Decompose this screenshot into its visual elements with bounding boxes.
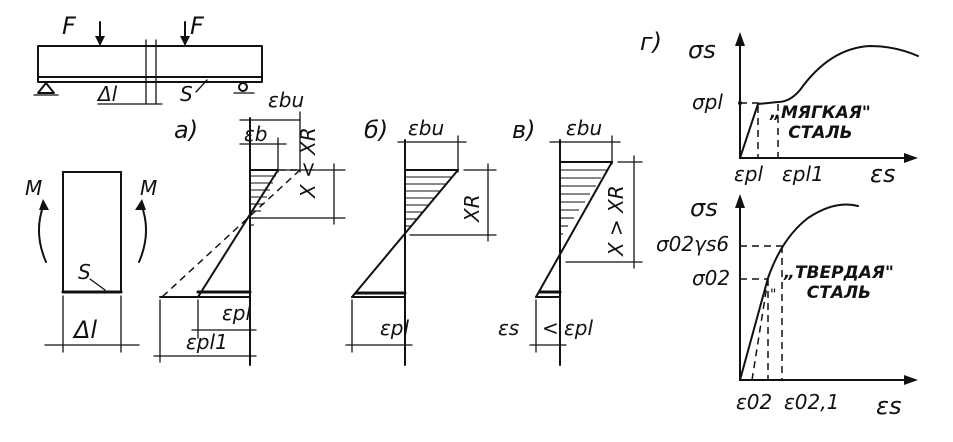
strain-line: [197, 169, 279, 298]
support-left: [37, 82, 55, 94]
compression-hatch: [560, 169, 607, 235]
x-axis-label: εs: [876, 392, 902, 420]
s-label: S: [78, 260, 91, 284]
force-label: F: [62, 12, 76, 40]
moment-arc-left: [38, 203, 47, 263]
sigma-02-label: σ02: [692, 266, 731, 290]
force-label: F: [190, 12, 204, 40]
diagram-letter: а): [174, 116, 199, 144]
element: [38, 171, 147, 353]
eps-pl1-label: εpl1: [186, 330, 228, 354]
eps-pl-label: εpl: [734, 162, 764, 186]
eps-bu-label: εbu: [408, 116, 445, 140]
sigma-02-gamma-label: σ02γs6: [656, 232, 730, 256]
quote-mark: ": [770, 287, 777, 303]
compression-hatch: [405, 176, 452, 227]
x-label: X < XR: [296, 127, 320, 198]
point: [738, 101, 742, 105]
eps-b-label: εb: [244, 122, 268, 146]
arrow-head: [180, 36, 190, 46]
arrow-head: [95, 36, 105, 46]
s-leader: [89, 278, 106, 291]
beam: [33, 21, 263, 105]
moment-label: M: [140, 176, 158, 200]
soft-steel-curve: [739, 45, 919, 159]
hard-steel-name: „ТВЕРДАЯ" СТАЛЬ: [784, 263, 894, 303]
moment-arc-right: [138, 203, 147, 263]
eps-s-label: εs: [498, 316, 520, 340]
x-label: XR: [460, 194, 484, 222]
eps-pl1-label: εpl1: [782, 162, 824, 186]
eps-bu-label: εbu: [268, 88, 305, 112]
s-leader: [195, 79, 208, 93]
eps-pl-label: εpl: [380, 316, 410, 340]
strain-line: [351, 169, 459, 298]
eps-pl-label: εpl: [222, 301, 252, 325]
hard-steel-curve: [739, 203, 859, 381]
graph-soft-steel: [735, 32, 919, 163]
eps-pl-label: εpl: [564, 316, 594, 340]
x-label: X > XR: [604, 185, 628, 256]
beam-body: [37, 45, 263, 83]
arrow-head: [39, 199, 49, 210]
diagram-letter: в): [512, 116, 536, 144]
y-axis-label: σs: [690, 194, 718, 222]
y-axis-label: σs: [688, 36, 716, 64]
support-roller: [238, 82, 248, 92]
arrow-head: [904, 153, 918, 163]
arrow-head: [904, 375, 918, 385]
sigma-pl-label: σpl: [692, 90, 723, 114]
arrow-head: [735, 32, 745, 46]
moment-label: M: [25, 176, 43, 200]
strain-line: [535, 161, 613, 298]
diagram-letter: г): [640, 28, 662, 56]
delta-l-label: Δl: [98, 82, 118, 106]
arrow-head: [135, 199, 146, 210]
soft-steel-name: „МЯГКАЯ" СТАЛЬ: [770, 103, 871, 143]
diagram-letter: б): [364, 116, 389, 144]
eps-bu-label: εbu: [566, 116, 603, 140]
strain-line-dashed: [161, 169, 301, 298]
strain-diagram-a: [153, 111, 346, 366]
s-label: S: [180, 82, 193, 106]
less-than: <: [542, 316, 559, 340]
arrow-head: [735, 194, 745, 208]
eps-021-label: ε02,1: [784, 390, 840, 414]
graph-hard-steel: [735, 194, 918, 385]
strain-diagram-b: [345, 135, 497, 366]
dashed-offset-line: [751, 278, 769, 381]
strain-diagram-v: [529, 135, 643, 366]
x-axis-label: εs: [870, 160, 896, 188]
delta-l-label: Δl: [74, 316, 98, 344]
eps-02-label: ε02: [736, 390, 773, 414]
